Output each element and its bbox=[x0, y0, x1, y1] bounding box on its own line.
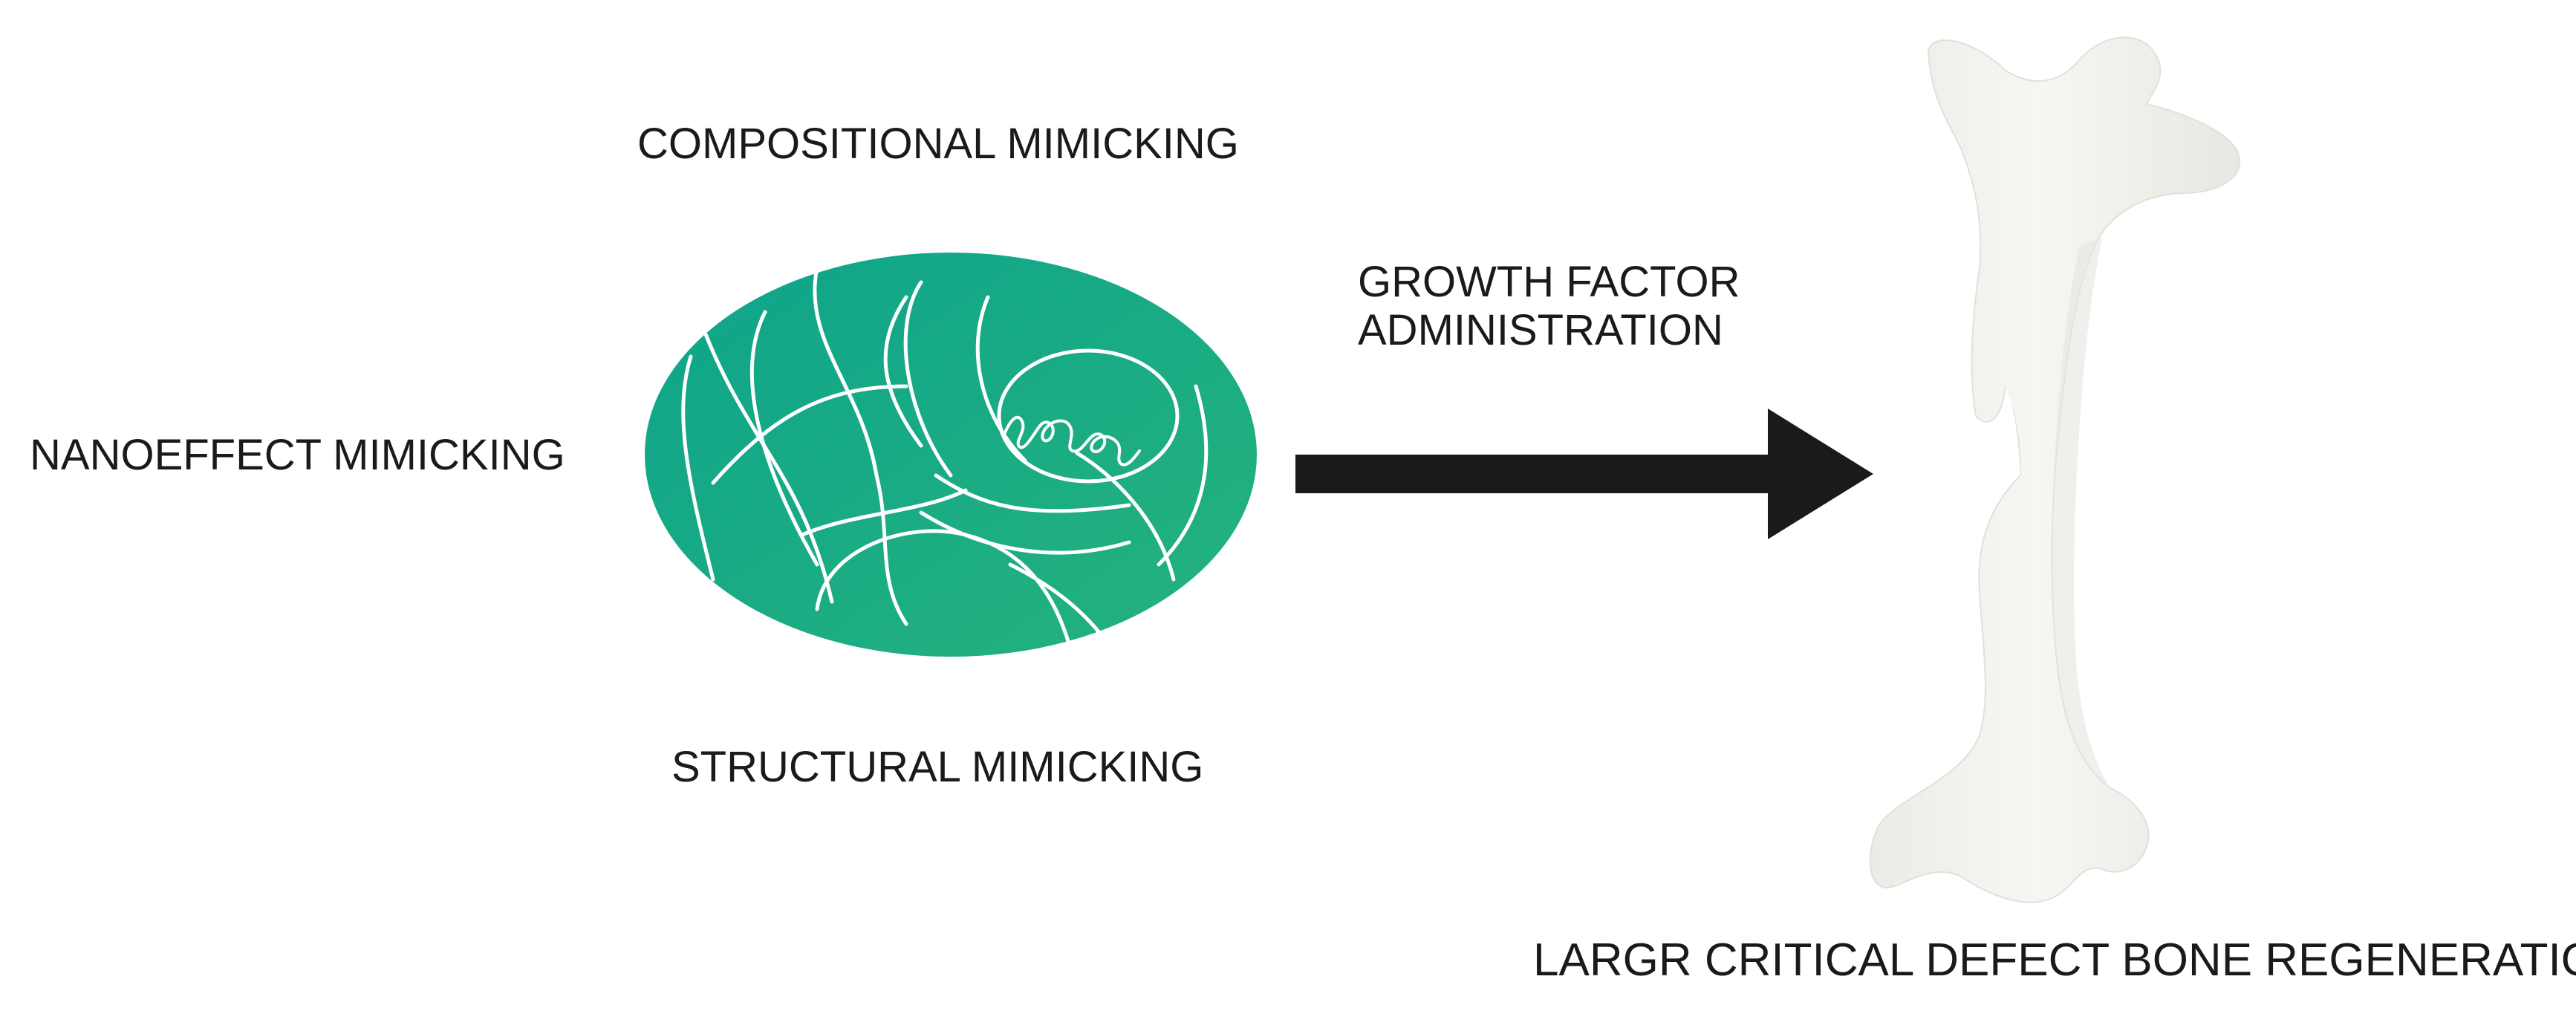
femur-bone-icon bbox=[1869, 36, 2241, 903]
structural-mimicking-label: STRUCTURAL MIMICKING bbox=[671, 743, 1204, 791]
right-arrow-icon bbox=[1295, 409, 1873, 539]
administration-line: ADMINISTRATION bbox=[1358, 305, 1723, 354]
growth-factor-squiggle-icon bbox=[1003, 415, 1141, 467]
scaffold-ellipse-icon bbox=[645, 253, 1257, 657]
growth-factor-administration-label: GROWTH FACTOR ADMINISTRATION bbox=[1358, 258, 1740, 355]
compositional-mimicking-label: COMPOSITIONAL MIMICKING bbox=[637, 120, 1239, 168]
growth-factor-line: GROWTH FACTOR bbox=[1358, 258, 1740, 306]
bone-regeneration-label: LARGR CRITICAL DEFECT BONE REGENERATION bbox=[1533, 934, 2576, 986]
nanoeffect-mimicking-label: NANOEFFECT MIMICKING bbox=[30, 431, 565, 479]
nanofiber-network bbox=[681, 265, 1209, 656]
